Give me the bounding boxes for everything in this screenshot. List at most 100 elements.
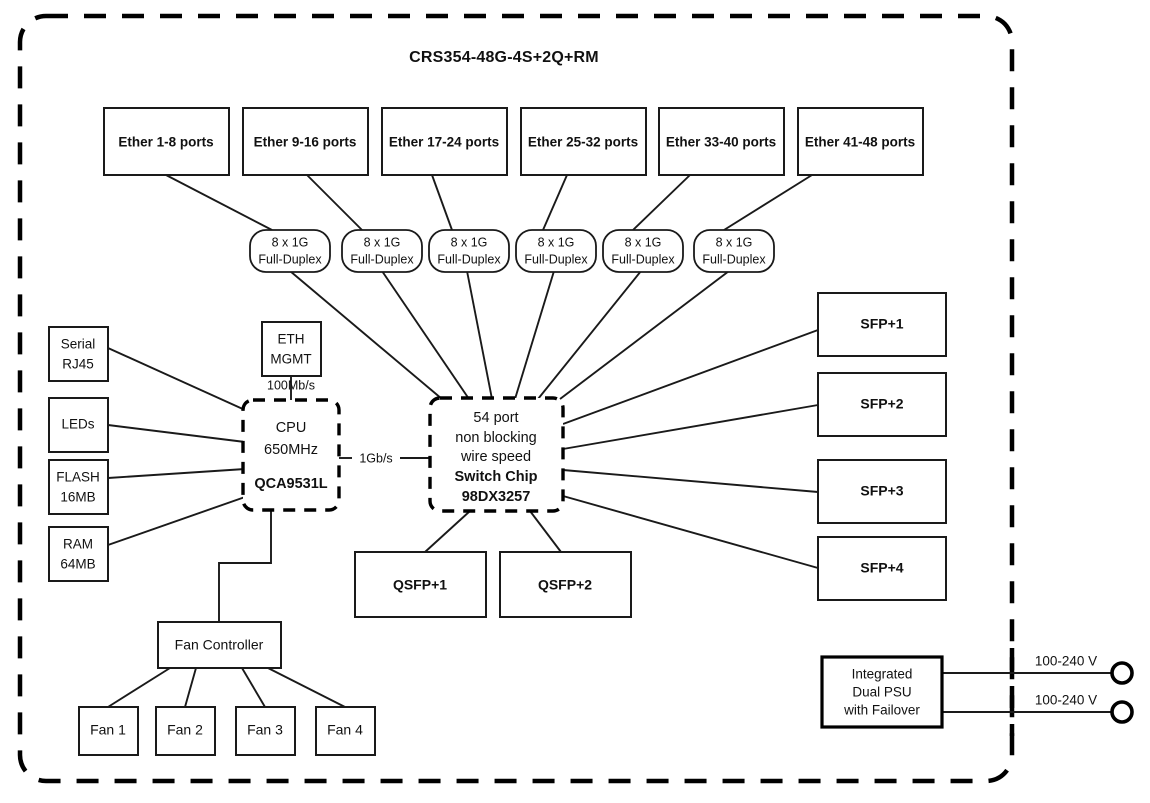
link-switch-sfp4 [562, 495, 819, 569]
link-ether4-phy4 [542, 174, 568, 231]
link-switch-sfp3 [562, 469, 819, 493]
eth-mgmt-block[interactable]: ETH MGMT [261, 321, 322, 377]
link-leds-cpu [107, 424, 246, 443]
qsfp-box-label: QSFP+1 [393, 577, 447, 593]
sfp-port-box-4[interactable]: SFP+4 [817, 536, 947, 601]
qsfp-port-group: QSFP+1 QSFP+2 [354, 551, 632, 618]
eth-mgmt-line2: MGMT [270, 352, 311, 367]
ether-to-phy-links [165, 174, 813, 231]
link-ether2-phy2 [306, 174, 363, 231]
psu-line3: with Failover [843, 703, 920, 718]
peripheral-leds[interactable]: LEDs [48, 397, 109, 453]
qsfp-box-label: QSFP+2 [538, 577, 592, 593]
sfp-box-label: SFP+1 [860, 316, 903, 332]
fan-controller-rect [157, 621, 282, 669]
switch-chip-line1: 54 port [473, 410, 518, 426]
link-ether3-phy3 [431, 174, 453, 231]
peripheral-to-cpu-links [107, 347, 246, 546]
fan-box-2[interactable]: Fan 2 [155, 706, 216, 756]
qsfp-box-rect [354, 551, 487, 618]
ether-box-label: Ether 33-40 ports [666, 135, 776, 150]
link-fanctrl-fan1 [107, 667, 171, 708]
switch-chip-line3: wire speed [460, 449, 531, 465]
switch-chip-block[interactable]: 54 port non blocking wire speed Switch C… [428, 396, 565, 513]
phy-pill-line1: 8 x 1G [272, 235, 309, 249]
fan-box-1[interactable]: Fan 1 [78, 706, 139, 756]
link-ether5-phy5 [632, 174, 691, 231]
phy-pill-line1: 8 x 1G [451, 235, 488, 249]
switch-to-sfp-links [562, 329, 819, 569]
phy-pill-6[interactable]: 8 x 1G Full-Duplex [693, 229, 775, 273]
phy-pill-group: 8 x 1G Full-Duplex 8 x 1G Full-Duplex 8 … [249, 229, 775, 273]
phy-pill-line1: 8 x 1G [716, 235, 753, 249]
link-fanctrl-fan3 [241, 667, 266, 708]
fan-controller-block[interactable]: Fan Controller [157, 621, 282, 669]
ether-port-box-5[interactable]: Ether 33-40 ports [658, 107, 785, 176]
fan-label: Fan 3 [247, 722, 283, 738]
ether-port-group: Ether 1-8 ports Ether 9-16 ports Ether 1… [103, 107, 924, 176]
phy-pill-rect [341, 229, 423, 273]
eth-mgmt-line1: ETH [278, 332, 305, 347]
link-ether1-phy1 [165, 174, 273, 231]
power-input-2: 100-240 V [1035, 693, 1134, 724]
peripheral-rect [48, 459, 109, 515]
fan-label: Fan 1 [90, 722, 126, 738]
fan-rect [315, 706, 376, 756]
psu-power-lines [941, 672, 1113, 713]
sfp-port-box-2[interactable]: SFP+2 [817, 372, 947, 437]
ether-box-label: Ether 1-8 ports [118, 135, 213, 150]
ether-box-label: Ether 9-16 ports [254, 135, 357, 150]
fan-box-3[interactable]: Fan 3 [235, 706, 296, 756]
link-serial-cpu [107, 347, 246, 411]
switch-chip-line2: non blocking [455, 430, 536, 446]
phy-pill-rect [602, 229, 684, 273]
link-phy3-switch [466, 270, 493, 400]
ether-port-box-6[interactable]: Ether 41-48 ports [797, 107, 924, 176]
psu-rect [820, 655, 944, 729]
sfp-box-label: SFP+3 [860, 483, 903, 499]
peripheral-rect [48, 397, 109, 453]
peripheral-serial-rj45[interactable]: Serial RJ45 [48, 326, 109, 382]
qsfp-port-box-1[interactable]: QSFP+1 [354, 551, 487, 618]
psu-line1: Integrated [852, 667, 913, 682]
sfp-port-box-3[interactable]: SFP+3 [817, 459, 947, 524]
link-cpu-fancontroller [218, 510, 272, 622]
cpu-line1: CPU [276, 420, 307, 436]
link-phy4-switch [514, 270, 555, 400]
phy-pill-line1: 8 x 1G [364, 235, 401, 249]
sfp-port-group: SFP+1 SFP+2 SFP+3 SFP+4 [817, 292, 947, 601]
link-flash-cpu [107, 468, 246, 479]
phy-pill-4[interactable]: 8 x 1G Full-Duplex [515, 229, 597, 273]
ether-port-box-2[interactable]: Ether 9-16 ports [242, 107, 369, 176]
ether-port-box-1[interactable]: Ether 1-8 ports [103, 107, 230, 176]
phy-pill-1[interactable]: 8 x 1G Full-Duplex [249, 229, 331, 273]
phy-pill-rect [693, 229, 775, 273]
qsfp-port-box-2[interactable]: QSFP+2 [499, 551, 632, 618]
phy-pill-5[interactable]: 8 x 1G Full-Duplex [602, 229, 684, 273]
fan-rect [78, 706, 139, 756]
peripheral-line1: LEDs [61, 417, 94, 432]
phy-pill-line2: Full-Duplex [611, 252, 675, 266]
ether-box-label: Ether 17-24 ports [389, 135, 499, 150]
phy-pill-line2: Full-Duplex [258, 252, 322, 266]
peripheral-flash[interactable]: FLASH 16MB [48, 459, 109, 515]
ether-port-box-4[interactable]: Ether 25-32 ports [520, 107, 647, 176]
fan-box-4[interactable]: Fan 4 [315, 706, 376, 756]
ether-port-box-3[interactable]: Ether 17-24 ports [381, 107, 508, 176]
sfp-box-label: SFP+2 [860, 396, 903, 412]
sfp-port-box-1[interactable]: SFP+1 [817, 292, 947, 357]
phy-to-switch-links [289, 270, 730, 400]
link-fanctrl-fan4 [267, 667, 346, 708]
cpu-block[interactable]: CPU 650MHz QCA9531L [241, 398, 341, 512]
phy-pill-3[interactable]: 8 x 1G Full-Duplex [428, 229, 510, 273]
phy-pill-rect [428, 229, 510, 273]
phy-pill-2[interactable]: 8 x 1G Full-Duplex [341, 229, 423, 273]
peripheral-ram[interactable]: RAM 64MB [48, 526, 109, 582]
power-connector-circle [1110, 700, 1134, 724]
psu-block[interactable]: Integrated Dual PSU with Failover [820, 655, 944, 729]
sfp-box-rect [817, 292, 947, 357]
phy-pill-line2: Full-Duplex [702, 252, 766, 266]
link-switch-sfp2 [562, 404, 819, 450]
fan-group: Fan 1 Fan 2 Fan 3 Fan 4 [78, 706, 376, 756]
fan-rect [235, 706, 296, 756]
